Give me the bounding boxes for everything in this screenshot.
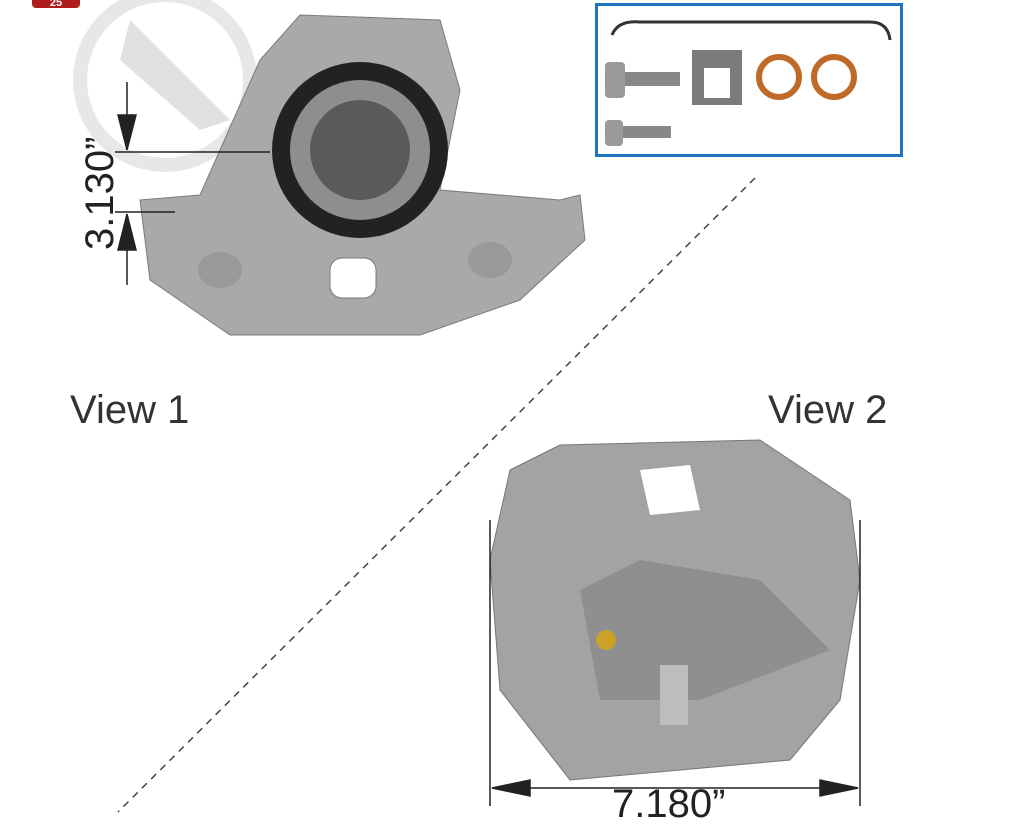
watermark-logo	[73, 0, 257, 172]
caliper-view-2	[489, 439, 861, 781]
view-1-label: View 1	[70, 388, 190, 432]
page-badge: 25	[32, 0, 80, 8]
width-dimension-lines	[489, 520, 861, 806]
width-dimension-label: 7.180”	[612, 782, 726, 826]
view-2-label: View 2	[768, 388, 888, 432]
divider-dashed-line	[117, 177, 756, 813]
kit-contents	[605, 20, 892, 146]
hardware-kit-box	[595, 3, 903, 157]
caliper-view-1	[139, 14, 586, 336]
height-dimension-lines	[115, 82, 270, 285]
height-dimension-label: 3.130”	[78, 136, 122, 250]
